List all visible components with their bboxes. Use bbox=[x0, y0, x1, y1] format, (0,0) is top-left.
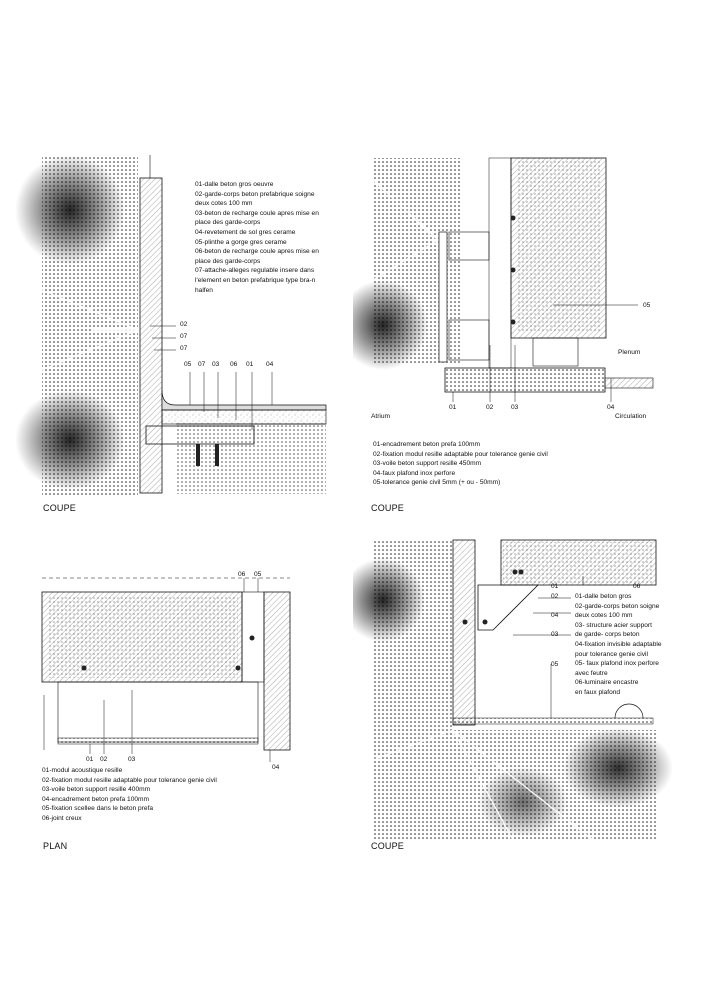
note-line: place des garde-corps bbox=[195, 257, 261, 265]
note-line: 04-faux plafond inox perfore bbox=[373, 469, 456, 477]
notes-legend-2: 01-encadrement beton prefa 100mm 02-fixa… bbox=[373, 440, 548, 488]
callout-tag: 07 bbox=[198, 361, 206, 368]
callout-tag: 04 bbox=[551, 612, 559, 619]
note-line: l'element en beton prefabrique type bra-… bbox=[195, 276, 316, 284]
note-line: 05-fixation scellee dans le beton prefa bbox=[42, 805, 154, 813]
callout-tag: 05 bbox=[254, 571, 262, 578]
detail-coupe-4: 06 01 02 04 03 05 01-dalle beton gros 02… bbox=[353, 520, 707, 860]
detail-caption: COUPE bbox=[43, 503, 77, 513]
note-line: 06-luminaire encastre bbox=[575, 679, 639, 687]
note-line: 02-fixation modul resille adaptable pour… bbox=[373, 450, 548, 458]
callout-tag: 03 bbox=[212, 361, 220, 368]
callout-tag: 07 bbox=[180, 345, 188, 352]
notes-legend-1: 01-dalle beton gros oeuvre 02-garde-corp… bbox=[195, 180, 319, 295]
callout-tag: 05 bbox=[551, 661, 559, 668]
note-line: halfen bbox=[195, 286, 213, 294]
callout-tag: 02 bbox=[100, 756, 108, 763]
callout-tag: 01 bbox=[449, 404, 457, 411]
callout-tag: 01 bbox=[86, 756, 94, 763]
callout-tag: 05 bbox=[643, 302, 651, 309]
note-line: 06-joint creux bbox=[42, 814, 82, 822]
callout-tag: 03 bbox=[511, 404, 519, 411]
callout-tag: 02 bbox=[551, 593, 559, 600]
note-line: de garde- corps beton bbox=[575, 631, 640, 639]
note-line: pour tolerance genie civil bbox=[575, 650, 648, 658]
detail-caption: COUPE bbox=[371, 841, 405, 851]
detail-caption: COUPE bbox=[371, 503, 405, 513]
section-drawing-4 bbox=[353, 539, 673, 841]
callout-tag: Atrium bbox=[371, 413, 391, 420]
detail-coupe-1: 01-dalle beton gros oeuvre 02-garde-corp… bbox=[0, 0, 353, 520]
note-line: 01-modul acoustique resille bbox=[42, 767, 123, 774]
note-line: 01-dalle beton gros oeuvre bbox=[195, 181, 274, 188]
detail-plan-3: 06 05 01 02 03 04 01-modul acoustique re… bbox=[0, 520, 353, 860]
callout-tag: Circulation bbox=[615, 413, 647, 420]
note-line: 03-beton de recharge coule apres mise en bbox=[195, 209, 319, 217]
notes-legend-3: 01-modul acoustique resille 02-fixation … bbox=[42, 766, 217, 824]
note-line: 01-dalle beton gros bbox=[575, 593, 632, 600]
callout-tag: 04 bbox=[607, 404, 615, 411]
callout-tag: 02 bbox=[486, 404, 494, 411]
note-line: 03-voile beton support resille 450mm bbox=[373, 460, 482, 468]
note-line: 07-attache-alleges regulable insere dans bbox=[195, 267, 315, 275]
callout-tag: 04 bbox=[266, 361, 274, 368]
detail-coupe-2: 05 Plenum Atrium 01 02 03 04 Circulation… bbox=[353, 0, 707, 520]
note-line: 05-plinthe a gorge gres cerame bbox=[195, 238, 287, 246]
note-line: 06-beton de recharge coule apres mise en bbox=[195, 248, 319, 256]
callout-tag: 05 bbox=[184, 361, 192, 368]
note-line: 01-encadrement beton prefa 100mm bbox=[373, 441, 481, 448]
callout-tag: 01 bbox=[551, 583, 559, 590]
callout-tag: 04 bbox=[272, 764, 280, 771]
note-line: 02-garde-corps beton soigne bbox=[575, 602, 660, 610]
note-line: 05-tolerance genie civil 5mm (+ ou - 50m… bbox=[373, 479, 501, 487]
note-line: 02-fixation modul resille adaptable pour… bbox=[42, 776, 217, 784]
callout-tag: 02 bbox=[180, 321, 188, 328]
section-drawing-1 bbox=[15, 155, 327, 495]
detail-caption: PLAN bbox=[43, 841, 68, 851]
note-line: 03- structure acier support bbox=[575, 621, 652, 629]
note-line: 04-encadrement beton prefa 100mm bbox=[42, 795, 150, 803]
note-line: 04-revetement de sol gres cerame bbox=[195, 228, 296, 236]
plan-drawing-3 bbox=[41, 577, 291, 762]
callout-tag: Plenum bbox=[618, 349, 641, 356]
callout-tag: 01 bbox=[246, 361, 254, 368]
callout-tag: 06 bbox=[230, 361, 238, 368]
note-line: avec feutre bbox=[575, 669, 608, 677]
note-line: deux cotes 100 mm bbox=[575, 612, 633, 620]
callout-tag: 06 bbox=[633, 583, 641, 590]
note-line: 04-fixation invisible adaptable bbox=[575, 640, 662, 648]
callout-tag: 06 bbox=[238, 571, 246, 578]
section-drawing-2 bbox=[353, 157, 654, 402]
note-line: en faux plafond bbox=[575, 688, 621, 696]
note-line: 03-voile beton support resille 400mm bbox=[42, 786, 151, 794]
callout-tag: 07 bbox=[180, 333, 188, 340]
note-line: place des garde-corps bbox=[195, 219, 261, 227]
note-line: 05- faux plafond inox perfore bbox=[575, 660, 659, 668]
note-line: deux cotes 100 mm bbox=[195, 200, 253, 208]
callout-tag: 03 bbox=[128, 756, 136, 763]
note-line: 02-garde-corps beton prefabrique soigne bbox=[195, 190, 315, 198]
notes-legend-4: 01-dalle beton gros 02-garde-corps beton… bbox=[575, 592, 662, 698]
callout-tag: 03 bbox=[551, 631, 559, 638]
